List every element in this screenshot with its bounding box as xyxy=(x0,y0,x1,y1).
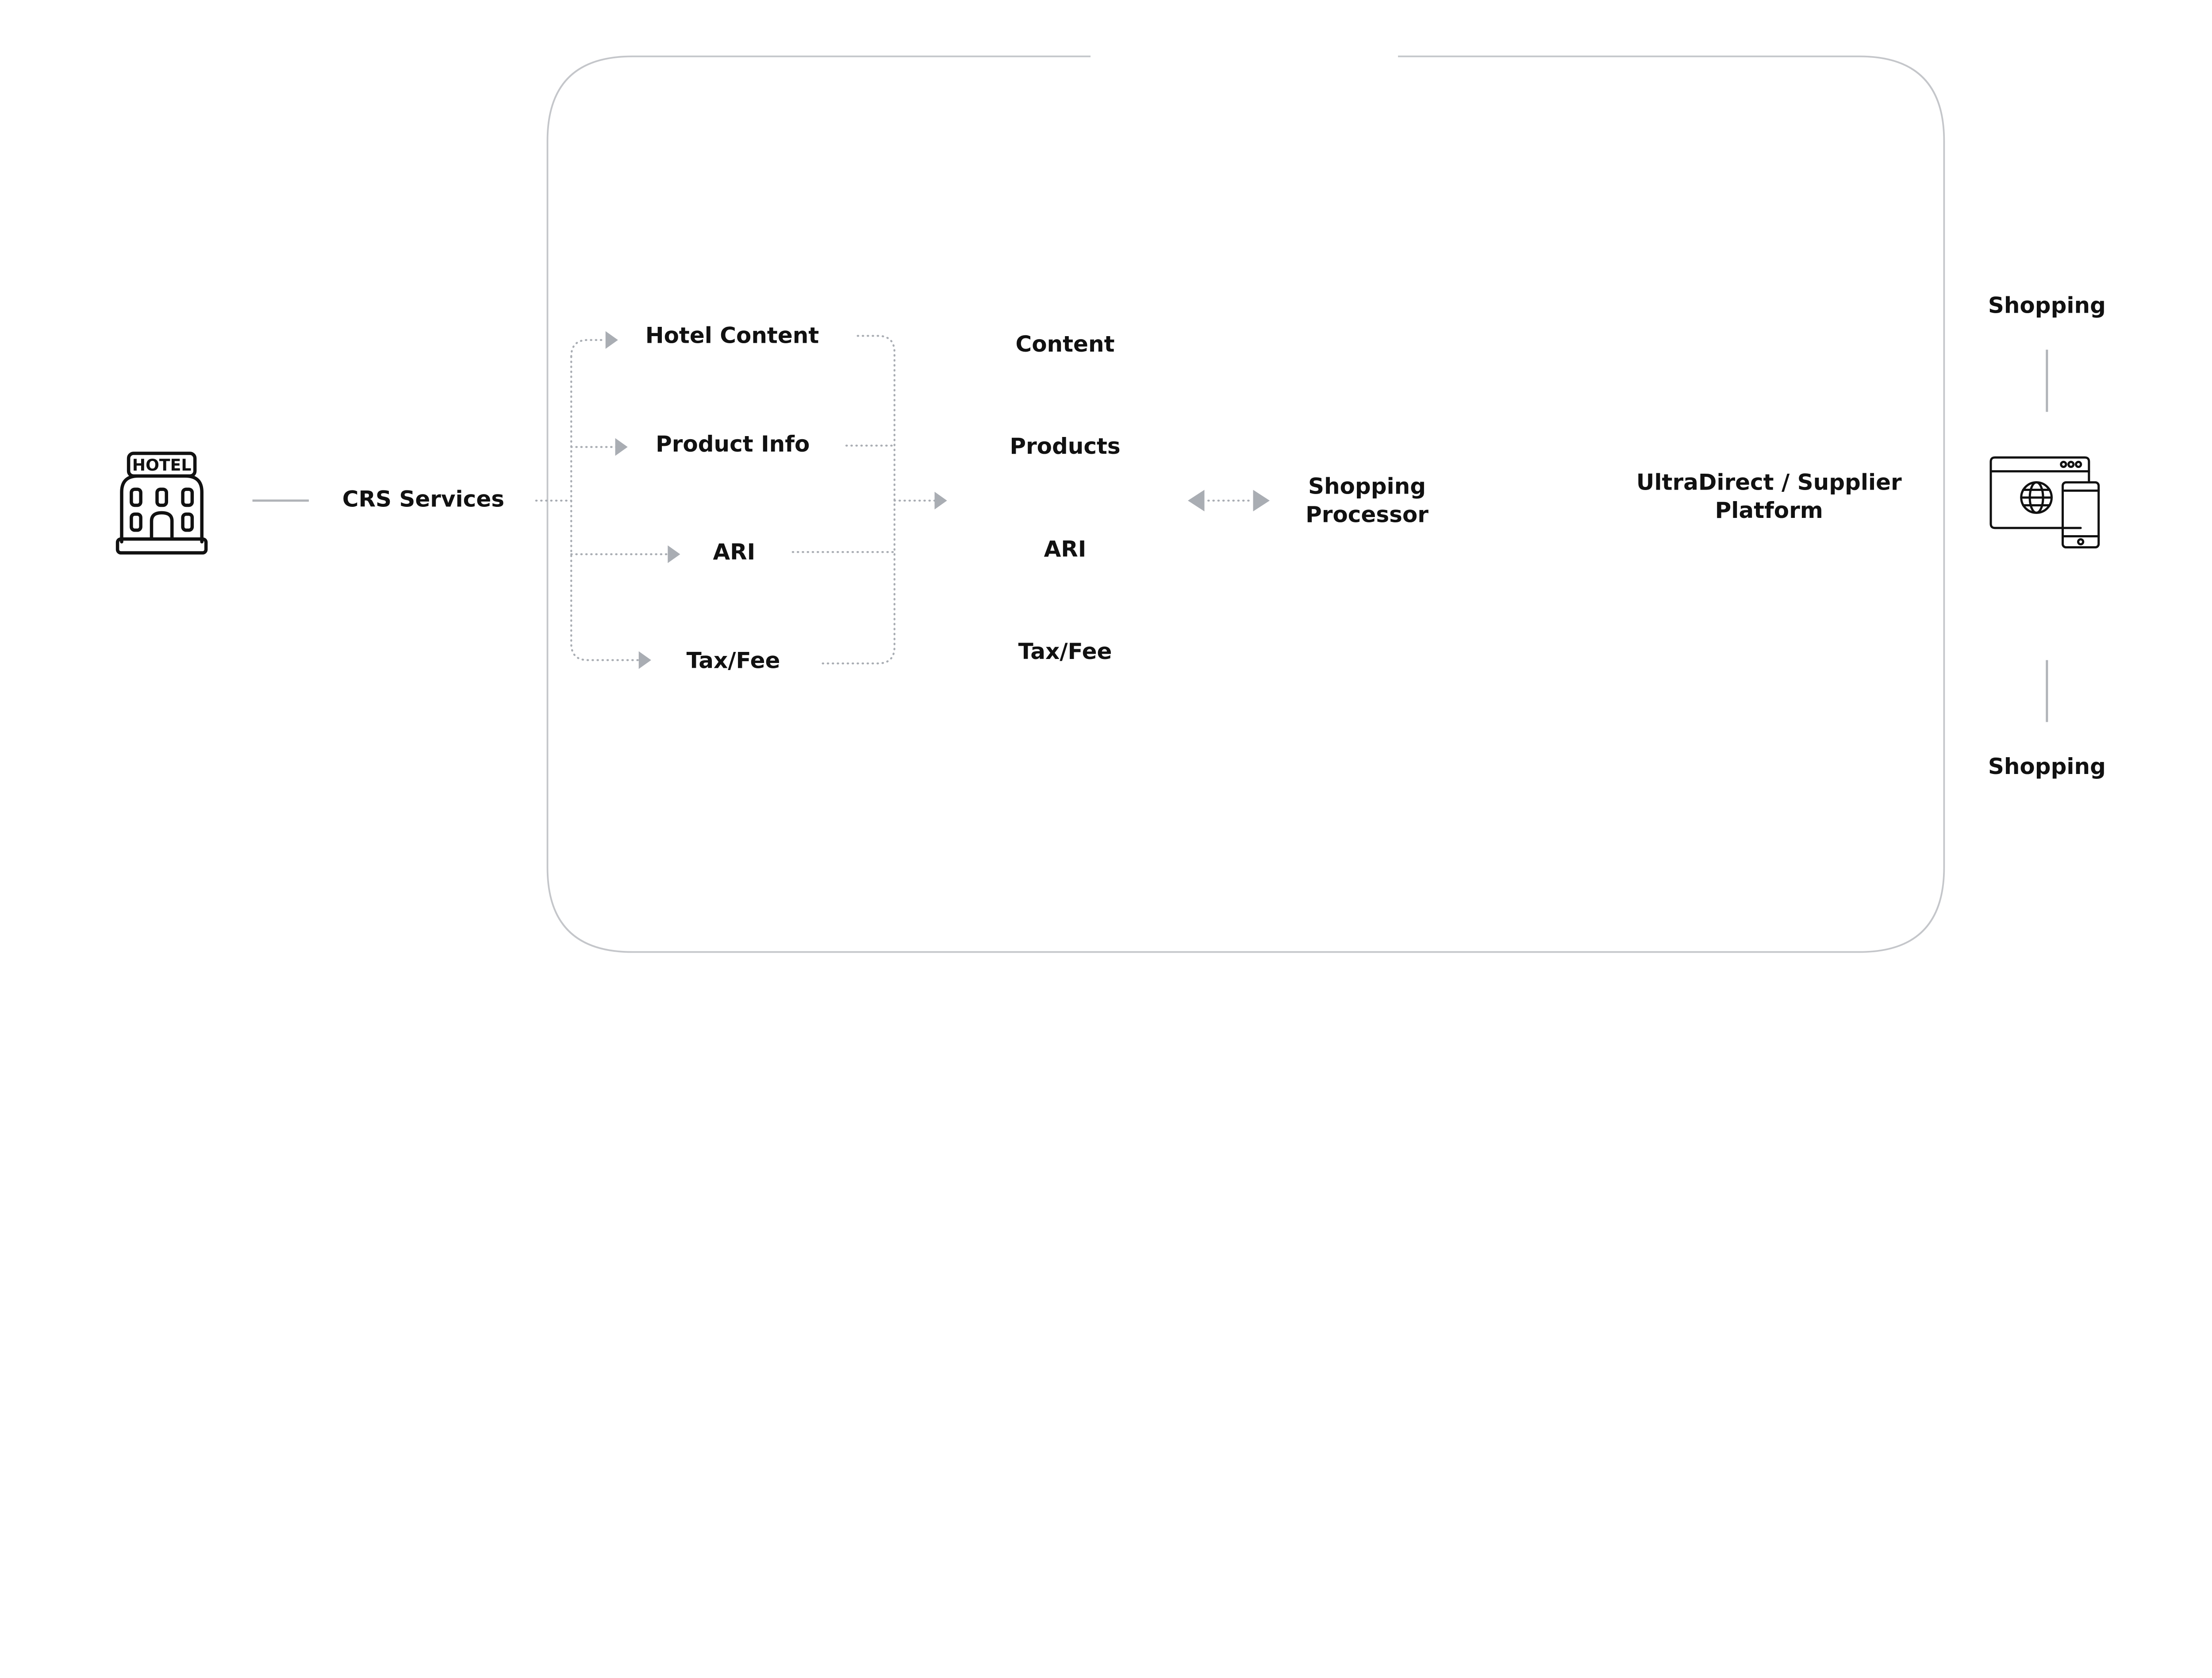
platform-products: Products xyxy=(1010,433,1120,459)
crs-feed-connector xyxy=(535,339,672,661)
feed-hotel-content: Hotel Content xyxy=(645,322,819,348)
platform-content: Content xyxy=(1016,331,1115,357)
shopping-processor-line1: Shopping xyxy=(1308,474,1426,499)
arrow-head xyxy=(615,438,628,456)
hotel-icon-text: HOTEL xyxy=(132,456,192,475)
shopping-top-label: Shopping xyxy=(1988,292,2106,318)
architecture-diagram: HOTEL CRS Services Hotel Content Product… xyxy=(115,55,2106,953)
ultradirect-platform-line1: UltraDirect / Supplier xyxy=(1636,469,1902,495)
shopping-processor-line2: Processor xyxy=(1306,502,1429,527)
shopping-bottom-label: Shopping xyxy=(1988,754,2106,779)
platform-frame xyxy=(546,55,1945,953)
feed-merge-connector xyxy=(791,335,941,665)
bidirectional-arrow xyxy=(1188,490,1270,512)
arrow-head xyxy=(605,331,618,349)
platform-ari: ARI xyxy=(1044,536,1087,562)
arrow-head xyxy=(934,491,947,510)
hotel-building-icon: HOTEL xyxy=(115,452,208,555)
feed-product-info: Product Info xyxy=(656,431,810,457)
feed-ari: ARI xyxy=(713,539,755,565)
arrow-head xyxy=(638,651,651,669)
ultradirect-platform-line2: Platform xyxy=(1715,498,1823,523)
crs-services-label: CRS Services xyxy=(342,486,504,512)
web-and-mobile-icon xyxy=(1989,456,2100,548)
platform-tax-fee: Tax/Fee xyxy=(1018,639,1112,664)
feed-tax-fee: Tax/Fee xyxy=(687,647,780,673)
arrow-head xyxy=(668,545,680,563)
